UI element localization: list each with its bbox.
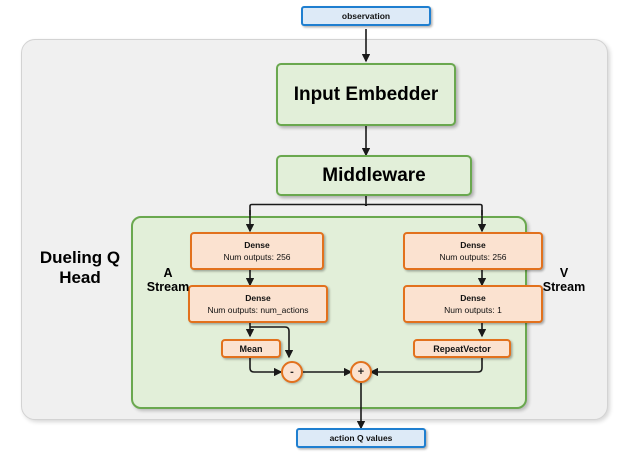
a-stream-dense-1-outputs: Num outputs: 256 bbox=[223, 252, 291, 262]
a-stream-mean-label: Mean bbox=[239, 343, 263, 354]
action-q-values-node: action Q values bbox=[296, 428, 426, 448]
middleware-node: Middleware bbox=[276, 155, 472, 196]
a-stream-dense-2: Dense Num outputs: num_actions bbox=[188, 285, 328, 323]
a-stream-label: A Stream bbox=[140, 266, 196, 295]
v-stream-dense-2: Dense Num outputs: 1 bbox=[403, 285, 543, 323]
v-stream-label: V Stream bbox=[531, 266, 597, 295]
a-stream-dense-2-outputs: Num outputs: num_actions bbox=[207, 305, 309, 315]
observation-label: observation bbox=[341, 11, 391, 21]
dueling-q-head-title-text: Dueling Q Head bbox=[39, 248, 121, 287]
subtract-operator: - bbox=[281, 361, 303, 383]
v-stream-dense-1: Dense Num outputs: 256 bbox=[403, 232, 543, 270]
v-stream-label-line2: Stream bbox=[542, 280, 586, 295]
observation-node: observation bbox=[301, 6, 431, 26]
a-stream-mean-node: Mean bbox=[221, 339, 281, 358]
v-stream-label-line1: V bbox=[559, 266, 569, 280]
middleware-label: Middleware bbox=[322, 164, 426, 186]
input-embedder-label: Input Embedder bbox=[293, 83, 439, 105]
subtract-operator-symbol: - bbox=[290, 366, 294, 378]
a-stream-label-line1: A bbox=[163, 266, 173, 280]
add-operator: + bbox=[350, 361, 372, 383]
v-stream-repeat-vector-node: RepeatVector bbox=[413, 339, 511, 358]
add-operator-symbol: + bbox=[357, 366, 365, 378]
v-stream-dense-1-outputs: Num outputs: 256 bbox=[439, 252, 507, 262]
input-embedder-node: Input Embedder bbox=[276, 63, 456, 126]
v-stream-dense-2-outputs: Num outputs: 1 bbox=[444, 305, 502, 315]
a-stream-dense-2-type: Dense bbox=[245, 293, 271, 303]
dueling-q-head-title: Dueling Q Head bbox=[30, 248, 130, 287]
v-stream-dense-1-type: Dense bbox=[460, 240, 486, 250]
action-q-values-label: action Q values bbox=[329, 433, 393, 443]
a-stream-label-line2: Stream bbox=[146, 280, 190, 295]
v-stream-repeat-vector-label: RepeatVector bbox=[433, 343, 491, 354]
a-stream-dense-1-type: Dense bbox=[244, 240, 270, 250]
v-stream-dense-2-type: Dense bbox=[460, 293, 486, 303]
a-stream-dense-1: Dense Num outputs: 256 bbox=[190, 232, 324, 270]
